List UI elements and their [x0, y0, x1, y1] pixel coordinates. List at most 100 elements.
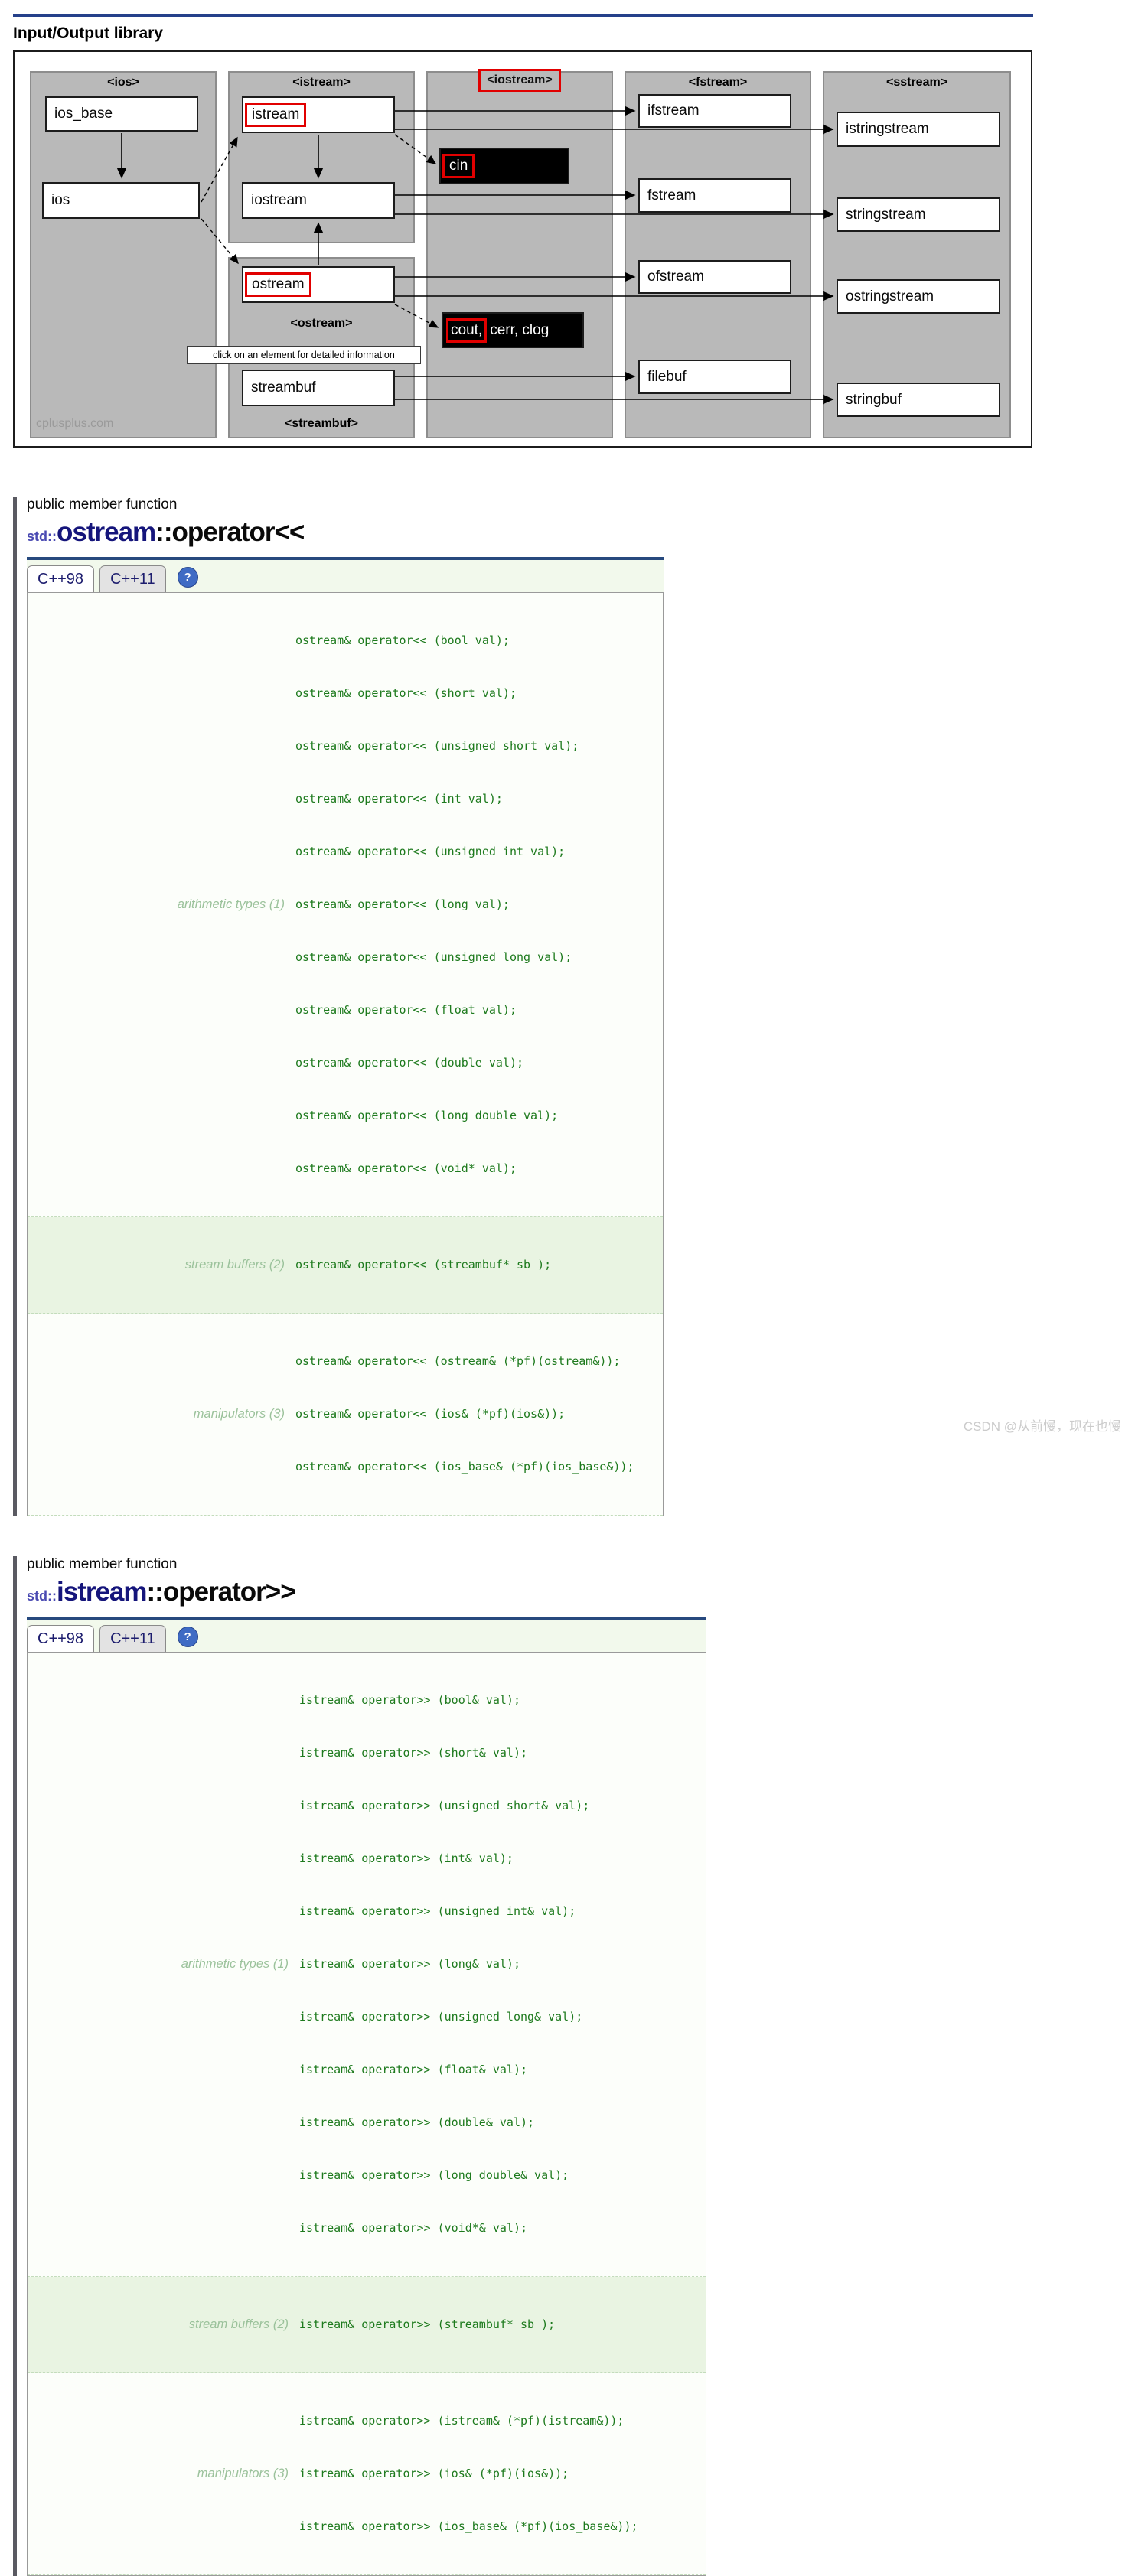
box-fstream-label: fstream: [647, 187, 696, 204]
question-mark-icon[interactable]: ?: [177, 567, 198, 588]
cin-red-box: cin: [442, 154, 475, 178]
code-line: istream& operator>> (bool& val);: [299, 1693, 520, 1707]
section-kicker: public member function: [27, 497, 178, 513]
code-line: istream& operator>> (ios& (*pf)(ios&));: [299, 2467, 569, 2480]
box-ofstream-label: ofstream: [647, 269, 704, 285]
column-title-fstream[interactable]: <fstream>: [688, 76, 748, 89]
box-istringstream-label: istringstream: [846, 121, 929, 137]
table-row-stream-buffers: stream buffers (2) istream& operator>> (…: [28, 2277, 706, 2373]
box-fstream[interactable]: fstream: [638, 178, 791, 213]
column-title-iostream-highlight[interactable]: <iostream>: [426, 69, 613, 92]
code-line: istream& operator>> (unsigned short& val…: [299, 1799, 590, 1812]
box-filebuf-label: filebuf: [647, 368, 687, 385]
code-line: istream& operator>> (short& val);: [299, 1746, 528, 1760]
tab-cpp11[interactable]: C++11: [99, 565, 166, 592]
code-line: ostream& operator<< (float val);: [295, 1003, 517, 1017]
box-istringstream[interactable]: istringstream: [837, 112, 1000, 147]
box-iostream-label: iostream: [251, 192, 307, 208]
cout-red-box: cout,: [446, 318, 488, 343]
namespace-prefix: std::: [27, 1588, 57, 1604]
diagram-tooltip: click on an element for detailed informa…: [187, 346, 421, 364]
arrow-ostream-to-cout: [394, 304, 439, 328]
row-code: ostream& operator<< (streambuf* sb );: [295, 1221, 551, 1309]
table-row-arithmetic: arithmetic types (1) ostream& operator<<…: [28, 593, 663, 1217]
table-row-stream-buffers: stream buffers (2) ostream& operator<< (…: [28, 1217, 663, 1314]
code-line: istream& operator>> (void*& val);: [299, 2221, 528, 2235]
box-stringstream[interactable]: stringstream: [837, 197, 1000, 232]
tab-cpp98[interactable]: C++98: [27, 1625, 95, 1652]
row-label: stream buffers (2): [188, 2317, 289, 2331]
site-credit: cplusplus.com: [36, 417, 114, 430]
sub-title-streambuf[interactable]: <streambuf>: [284, 417, 359, 430]
code-line: istream& operator>> (unsigned int& val);: [299, 1904, 576, 1918]
code-line: istream& operator>> (double& val);: [299, 2115, 535, 2129]
box-stringbuf[interactable]: stringbuf: [837, 383, 1000, 417]
member-name: ::operator>>: [146, 1577, 296, 1607]
box-ifstream-label: ifstream: [647, 103, 700, 119]
row-label: arithmetic types (1): [181, 1957, 289, 1971]
cerr-clog-label: cerr, clog: [490, 321, 550, 338]
ostream-red-box: ostream: [245, 272, 311, 297]
box-stringstream-label: stringstream: [846, 206, 926, 223]
code-line: istream& operator>> (streambuf* sb );: [299, 2317, 556, 2331]
header-accent-rule: [13, 14, 1033, 17]
box-iostream[interactable]: iostream: [242, 182, 395, 219]
table-row-manipulators: manipulators (3) ostream& operator<< (os…: [28, 1314, 663, 1516]
box-ios-label: ios: [51, 192, 70, 208]
iostream-title-red-box[interactable]: <iostream>: [478, 69, 561, 92]
code-line: ostream& operator<< (unsigned int val);: [295, 845, 566, 858]
box-cout-cerr-clog[interactable]: cout, cerr, clog: [442, 312, 584, 348]
istream-red-box: istream: [245, 103, 307, 127]
title-underline: [27, 557, 664, 560]
code-line: ostream& operator<< (ios_base& (*pf)(ios…: [295, 1460, 634, 1474]
box-ostream[interactable]: ostream: [242, 266, 395, 303]
box-filebuf[interactable]: filebuf: [638, 360, 791, 394]
row-code: ostream& operator<< (ostream& (*pf)(ostr…: [295, 1317, 634, 1511]
box-ofstream[interactable]: ofstream: [638, 260, 791, 294]
standard-version-tabs: C++98 C++11 ?: [27, 1620, 706, 1652]
function-title: std::istream::operator>>: [27, 1576, 1135, 1614]
declaration-panel: C++98 C++11 ? arithmetic types (1) istre…: [27, 1620, 706, 2576]
row-code: istream& operator>> (istream& (*pf)(istr…: [299, 2377, 638, 2571]
section-ostream-operator-insertion: public member function std::ostream::ope…: [13, 497, 1135, 1516]
question-mark-icon[interactable]: ?: [177, 1627, 198, 1647]
box-ifstream[interactable]: ifstream: [638, 94, 791, 128]
table-row-arithmetic: arithmetic types (1) istream& operator>>…: [28, 1653, 706, 2277]
namespace-prefix: std::: [27, 529, 57, 544]
box-cin[interactable]: cin: [439, 148, 569, 184]
code-line: ostream& operator<< (short val);: [295, 686, 517, 700]
code-line: ostream& operator<< (unsigned short val)…: [295, 739, 579, 753]
sub-title-ostream[interactable]: <ostream>: [290, 317, 353, 330]
declaration-panel: C++98 C++11 ? arithmetic types (1) ostre…: [27, 560, 664, 1516]
declaration-table: arithmetic types (1) ostream& operator<<…: [27, 592, 664, 1516]
column-iostream: [426, 71, 613, 438]
arrow-ios-to-ostream: [201, 218, 239, 265]
code-line: ostream& operator<< (long val);: [295, 897, 510, 911]
box-ios-base-label: ios_base: [54, 106, 113, 122]
box-streambuf[interactable]: streambuf: [242, 370, 395, 406]
box-ios-base[interactable]: ios_base: [45, 96, 198, 132]
column-title-sstream[interactable]: <sstream>: [885, 76, 948, 89]
arrow-ios-to-istream: [201, 136, 238, 203]
section-kicker: public member function: [27, 1556, 178, 1572]
column-ios: [30, 71, 217, 438]
column-title-istream[interactable]: <istream>: [292, 76, 351, 89]
code-line: ostream& operator<< (ostream& (*pf)(ostr…: [295, 1354, 621, 1368]
code-line: ostream& operator<< (int val);: [295, 792, 503, 806]
box-ios[interactable]: ios: [42, 182, 200, 219]
tab-cpp11[interactable]: C++11: [99, 1625, 166, 1652]
box-istream[interactable]: istream: [242, 96, 395, 133]
box-ostringstream[interactable]: ostringstream: [837, 279, 1000, 314]
code-line: istream& operator>> (long double& val);: [299, 2168, 569, 2182]
tab-cpp98[interactable]: C++98: [27, 565, 95, 592]
declaration-table: arithmetic types (1) istream& operator>>…: [27, 1652, 706, 2576]
box-stringbuf-label: stringbuf: [846, 391, 902, 408]
standard-version-tabs: C++98 C++11 ?: [27, 560, 664, 592]
arrow-istream-to-cin: [394, 134, 437, 164]
diagram-arrows: [116, 106, 834, 405]
column-title-ios[interactable]: <ios>: [107, 76, 139, 89]
code-line: ostream& operator<< (double val);: [295, 1056, 524, 1070]
code-line: istream& operator>> (ios_base& (*pf)(ios…: [299, 2519, 638, 2533]
code-line: ostream& operator<< (unsigned long val);: [295, 950, 572, 964]
code-line: ostream& operator<< (long double val);: [295, 1109, 559, 1122]
